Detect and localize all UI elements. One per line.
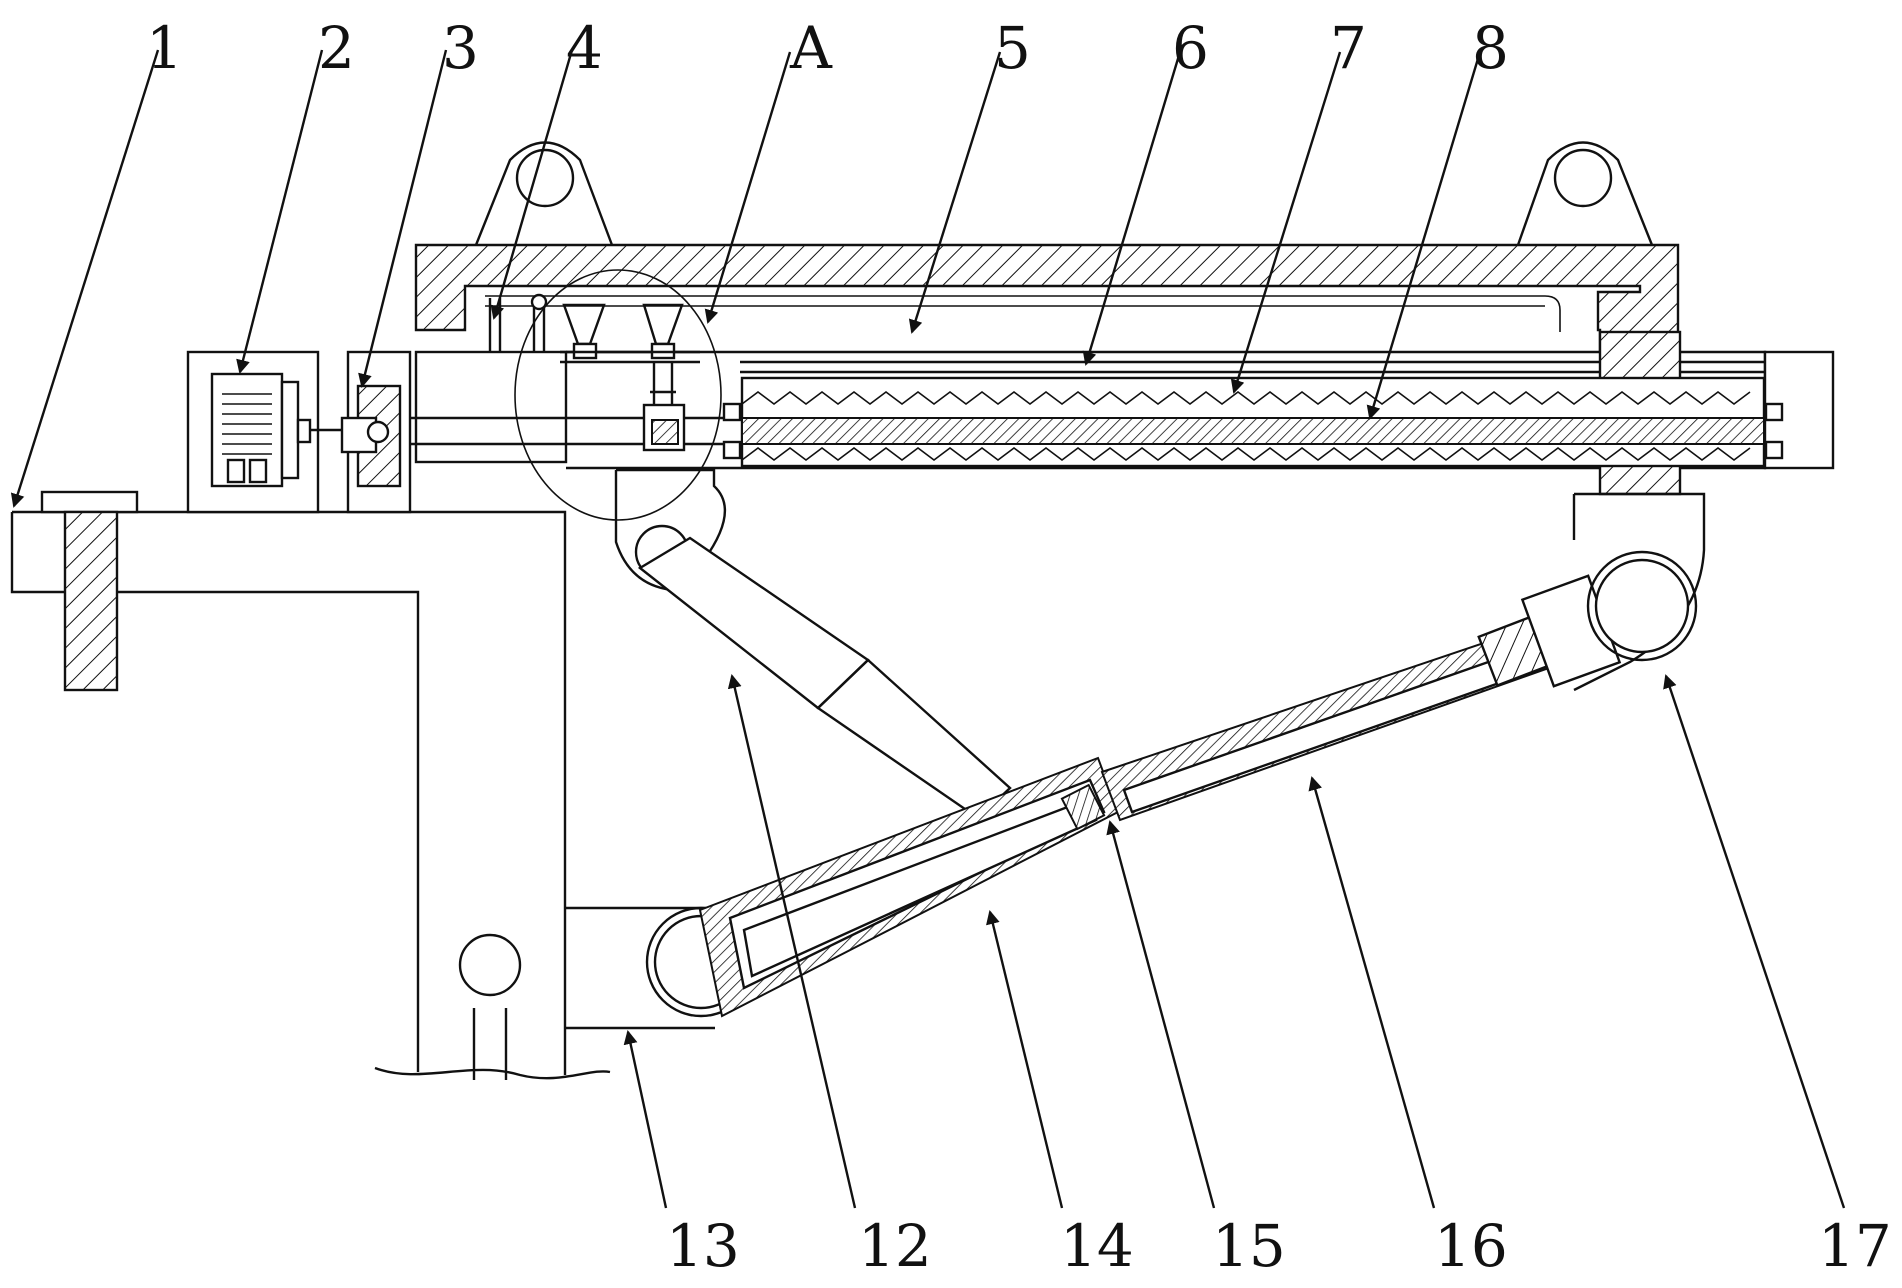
label-15: 15 (1212, 1212, 1286, 1280)
label-a: A (789, 14, 833, 82)
right-pivot (1520, 492, 1706, 692)
label-14: 14 (1060, 1212, 1134, 1280)
coupling (310, 350, 412, 514)
label-2: 2 (318, 14, 355, 82)
label-17: 17 (1818, 1212, 1892, 1280)
label-13: 13 (666, 1212, 740, 1280)
label-6: 6 (1172, 14, 1209, 82)
telescopic-cylinder (698, 613, 1562, 1018)
label-4: 4 (566, 14, 603, 82)
label-16: 16 (1434, 1212, 1508, 1280)
upper-strut (637, 536, 1012, 820)
label-5: 5 (994, 14, 1031, 82)
motor (186, 350, 320, 514)
label-3: 3 (442, 14, 479, 82)
label-7: 7 (1330, 14, 1367, 82)
label-8: 8 (1472, 14, 1509, 82)
base-frame (10, 490, 611, 1080)
lead-screw-assembly (410, 376, 1784, 468)
reference-labels: 1 2 3 4 A 5 6 7 8 13 12 14 15 16 17 (146, 14, 1892, 1280)
label-1: 1 (146, 14, 183, 82)
label-12: 12 (858, 1212, 932, 1280)
leader-lines (10, 49, 1846, 1209)
